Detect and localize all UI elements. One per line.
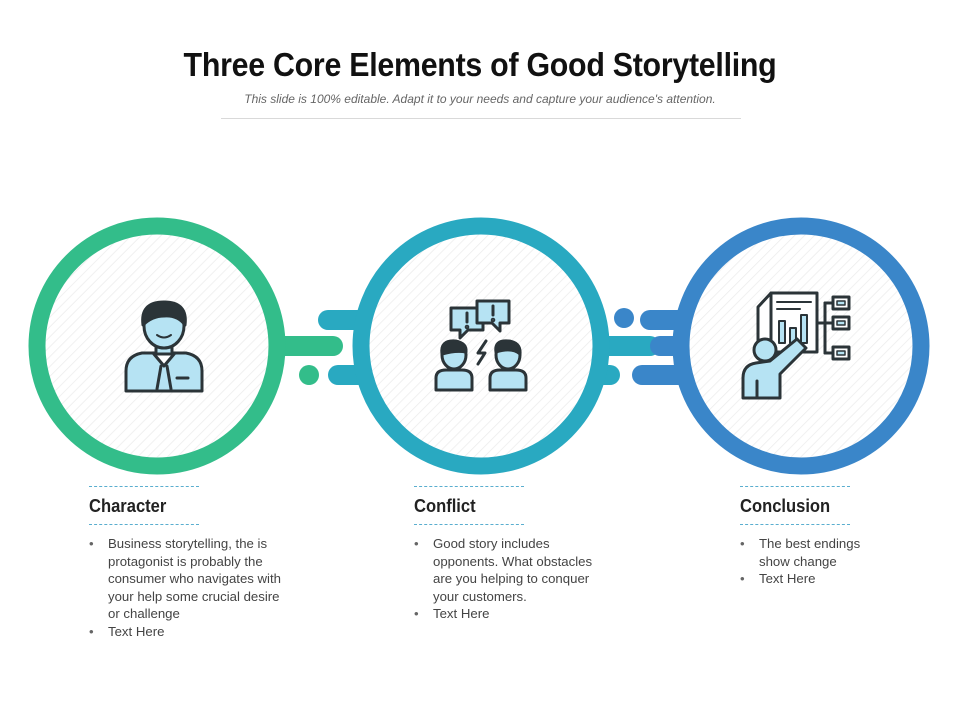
heading-bottom-rule: [740, 524, 850, 525]
businessman-icon: [124, 300, 204, 393]
character-heading: Character: [89, 496, 167, 516]
conflict-bullets: Good story includes opponents. What obst…: [414, 535, 614, 623]
heading-top-rule: [740, 486, 850, 487]
conclusion-column: Conclusion The best endings show change …: [740, 486, 890, 588]
list-item: Business storytelling, the is protagonis…: [89, 535, 289, 623]
character-column: Character Business storytelling, the is …: [89, 486, 289, 641]
conflict-discussion-icon: [434, 299, 528, 392]
list-item: Text Here: [89, 623, 289, 641]
list-item: Text Here: [740, 570, 890, 588]
heading-top-rule: [89, 486, 199, 487]
heading-top-rule: [414, 486, 524, 487]
conflict-heading: Conflict: [414, 496, 476, 516]
presentation-chart-icon: [741, 291, 851, 400]
slide-title: Three Core Elements of Good Storytelling: [183, 46, 777, 83]
conclusion-heading: Conclusion: [740, 496, 831, 516]
list-item: Text Here: [414, 605, 614, 623]
list-item: The best endings show change: [740, 535, 890, 570]
conclusion-bullets: The best endings show change Text Here: [740, 535, 890, 588]
conflict-column: Conflict Good story includes opponents. …: [414, 486, 614, 623]
title-divider: [221, 118, 741, 119]
heading-bottom-rule: [414, 524, 524, 525]
list-item: Good story includes opponents. What obst…: [414, 535, 614, 605]
slide-subtitle: This slide is 100% editable. Adapt it to…: [244, 92, 716, 106]
heading-bottom-rule: [89, 524, 199, 525]
character-bullets: Business storytelling, the is protagonis…: [89, 535, 289, 641]
